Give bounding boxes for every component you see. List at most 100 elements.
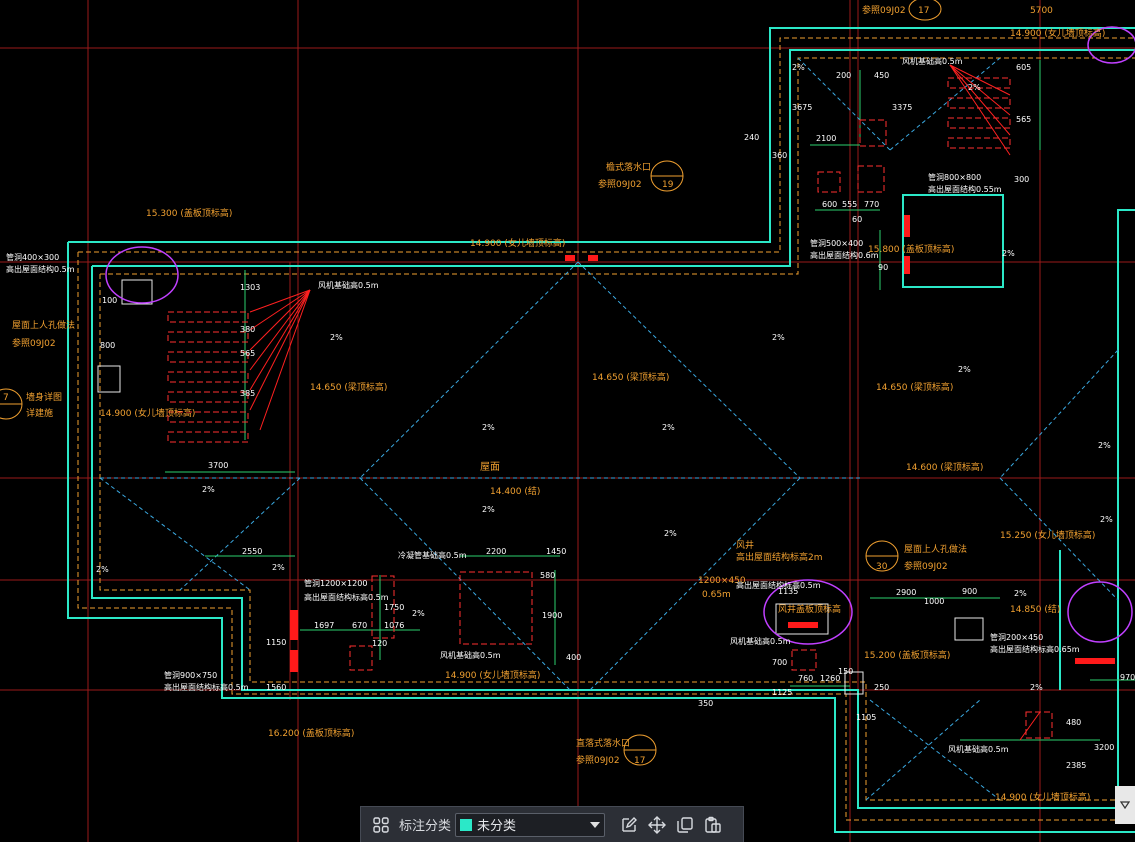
dim-text: 580 (540, 571, 555, 580)
drain-bottom: 直落式落水口 (576, 737, 630, 749)
slope-label: 2% (772, 333, 785, 342)
dim-text: 400 (566, 653, 581, 662)
cover-15200: 15.200 (盖板顶标高) (864, 649, 950, 661)
dim-text: 2200 (486, 547, 506, 556)
dim-text: 3375 (892, 103, 912, 112)
pipe-900: 管洞900×750 (164, 670, 217, 680)
dim-text: 380 (240, 325, 255, 334)
dim-text: 1750 (384, 603, 404, 612)
slope-label: 2% (1002, 249, 1015, 258)
dim-text: 800 (100, 341, 115, 350)
struct-14850: 14.850 (结) (1010, 603, 1060, 615)
category-color-swatch (460, 818, 473, 831)
slope-label: 2% (272, 563, 285, 572)
dim-text: 360 (772, 151, 787, 160)
leader-lines (249, 64, 1041, 741)
beam-14600: 14.600 (梁顶标高) (906, 461, 983, 473)
pipe-200: 管洞200×450 (990, 632, 1043, 642)
drain-bottom-num: 17 (634, 756, 645, 766)
dim-text: 2550 (242, 547, 262, 556)
dim-text: 605 (1016, 63, 1031, 72)
slope-lines (99, 57, 1119, 801)
dim-text: 600 (822, 200, 837, 209)
annotation-text-group: 屋面 参照09J02 17 5700 14.900 (女儿墙顶标高) 14.90… (3, 4, 1105, 803)
dim-text: 250 (874, 683, 889, 692)
dim-text: 200 (836, 71, 851, 80)
parapet-left: 14.900 (女儿墙顶标高) (100, 407, 195, 419)
parapet-top-right: 14.900 (女儿墙顶标高) (1010, 27, 1105, 39)
top-ref: 参照09J02 (862, 4, 906, 16)
dim-text: 100 (102, 296, 117, 305)
slope-label: 2% (1030, 683, 1043, 692)
copy-icon[interactable] (671, 811, 699, 839)
move-icon[interactable] (643, 811, 671, 839)
dim-text: 1697 (314, 621, 334, 630)
dim-text: 670 (352, 621, 367, 630)
slope-labels: 2% 2% 2% 2% 2% 2% 2% 2% 2% 2% 2% 2% 2% 2… (96, 63, 1113, 692)
dim-5700: 5700 (1030, 6, 1053, 16)
slope-label: 2% (330, 333, 343, 342)
cover-16200: 16.200 (盖板顶标高) (268, 727, 354, 739)
beam-left: 14.650 (梁顶标高) (310, 381, 387, 393)
paste-icon[interactable] (699, 811, 727, 839)
cover-15300: 15.300 (盖板顶标高) (146, 207, 232, 219)
dimension-text: 3700 2550 2200 1450 2100 2900 3200 1697 … (100, 63, 1135, 770)
dim-text: 565 (1016, 115, 1031, 124)
dim-text: 555 (842, 200, 857, 209)
slope-label: 2% (96, 565, 109, 574)
expand-panel-button[interactable] (1115, 786, 1135, 824)
drain-bottom-ref: 参照09J02 (576, 754, 620, 766)
dim-text: 770 (864, 200, 879, 209)
dim-text: 120 (372, 639, 387, 648)
dim-text: 2385 (1066, 761, 1086, 770)
annotation-category-select[interactable]: 未分类 (455, 812, 606, 837)
dim-065: 0.65m (702, 590, 731, 600)
dim-text: 1135 (778, 587, 798, 596)
parapet-bottom: 14.900 (女儿墙顶标高) (445, 669, 540, 681)
dim-text: 1105 (856, 713, 876, 722)
dim-text: 1150 (266, 638, 286, 647)
fan-base: 风机基础高0.5m (318, 280, 379, 290)
pipe-800-sub: 高出屋面结构0.55m (928, 184, 1002, 194)
pipe-800: 管洞800×800 (928, 172, 981, 182)
slope-label: 2% (958, 365, 971, 374)
dim-text: 240 (744, 133, 759, 142)
reference-bubbles (0, 0, 942, 766)
slope-label: 2% (792, 63, 805, 72)
dim-text: 1450 (546, 547, 566, 556)
grid-icon[interactable] (367, 811, 395, 839)
dim-text: 2100 (816, 134, 836, 143)
beam-right: 14.650 (梁顶标高) (876, 381, 953, 393)
dim-text: 1560 (266, 683, 286, 692)
wall-detail-sub: 详建施 (26, 407, 53, 419)
slope-label: 2% (1100, 515, 1113, 524)
dim-1200x450: 1200×450 (698, 576, 746, 586)
drain-top-ref: 参照09J02 (598, 178, 642, 190)
vent-duct: 风井盖板顶标高 (778, 603, 841, 615)
slope-label: 2% (482, 423, 495, 432)
dim-text: 1900 (542, 611, 562, 620)
dim-text: 1260 (820, 674, 840, 683)
wall-detail: 墙身详图 (26, 391, 62, 403)
dim-text: 3675 (792, 103, 812, 112)
dim-text: 700 (772, 658, 787, 667)
pipe-openings (290, 215, 1115, 672)
pipe-900-sub: 高出屋面结构标高0.5m (164, 682, 249, 692)
slope-label: 2% (482, 505, 495, 514)
dim-text: 90 (878, 263, 888, 272)
edit-icon[interactable] (615, 811, 643, 839)
dim-text: 385 (240, 389, 255, 398)
pipe-1200-sub: 高出屋面结构标高0.5m (304, 592, 389, 602)
pipe-note-group: 管洞1200×1200 高出屋面结构标高0.5m 管洞900×750 高出屋面结… (6, 56, 1080, 754)
annotation-category-label: 标注分类 (399, 819, 452, 834)
slope-label: 2% (662, 423, 675, 432)
pipe-400-sub: 高出屋面结构0.5m (6, 264, 75, 274)
pipe-1200: 管洞1200×1200 (304, 578, 367, 588)
roof-hatch-right: 屋面上人孔做法 (904, 543, 967, 555)
drain-top: 檐式落水口 (606, 161, 651, 173)
fan-base4: 风机基础高0.5m (730, 636, 791, 646)
top-ref-num: 17 (918, 6, 929, 16)
